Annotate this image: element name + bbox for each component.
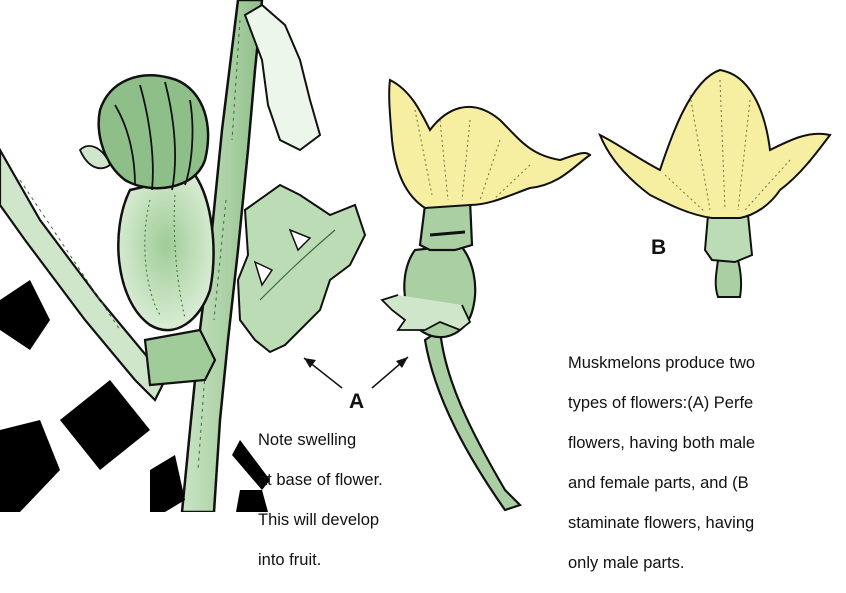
- caption-line-6: only male parts.: [568, 553, 755, 573]
- perfect-flower-a: [382, 80, 590, 510]
- staminate-flower-b: [600, 70, 830, 297]
- closed-flower-bud: [80, 75, 208, 190]
- note-line-4: into fruit.: [258, 550, 383, 570]
- note-line-3: This will develop: [258, 510, 383, 530]
- note-text: Note swelling at base of flower. This wi…: [258, 410, 383, 590]
- label-b: B: [651, 236, 666, 260]
- caption-line-3: flowers, having both male: [568, 433, 755, 453]
- note-line-2: at base of flower.: [258, 470, 383, 490]
- stem-node: [145, 330, 215, 385]
- arrow-a-left: [304, 358, 342, 388]
- caption-line-4: and female parts, and (B: [568, 473, 755, 493]
- note-line-1: Note swelling: [258, 430, 383, 450]
- upper-leaf: [245, 5, 320, 150]
- caption-line-5: staminate flowers, having: [568, 513, 755, 533]
- caption-line-1: Muskmelons produce two: [568, 353, 755, 373]
- caption-text: Muskmelons produce two types of flowers:…: [568, 333, 755, 593]
- caption-line-2: types of flowers:(A) Perfe: [568, 393, 755, 413]
- arrow-a-right: [372, 357, 408, 388]
- lower-leaf: [238, 185, 365, 352]
- swollen-ovary: [118, 175, 213, 330]
